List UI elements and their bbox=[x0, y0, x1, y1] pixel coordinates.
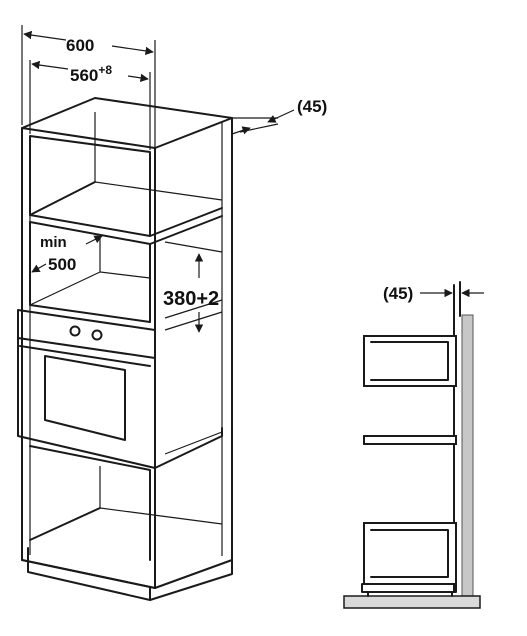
dim-min-value: 500 bbox=[48, 255, 76, 274]
dim-560-arrow-left bbox=[31, 60, 69, 70]
oven-control-strip bbox=[17, 337, 156, 359]
lower-box bbox=[363, 522, 457, 585]
dim-560-value: 560 bbox=[70, 66, 98, 85]
plinth-side bbox=[149, 559, 233, 601]
upper-compartment bbox=[29, 135, 151, 237]
lower-compartment bbox=[29, 445, 151, 561]
cabinet-dimensions: 600 560+8 (45) min 500 380+2 bbox=[21, 25, 327, 333]
niche-floor-edge bbox=[29, 271, 101, 306]
dim-min-arrow-right bbox=[85, 235, 103, 245]
dim-min-arrow-left bbox=[31, 263, 47, 273]
oven-knob-left bbox=[69, 325, 81, 337]
oven-side-base bbox=[154, 427, 223, 469]
upper-shelf-edge-left bbox=[29, 181, 96, 216]
floor bbox=[343, 595, 481, 609]
back-gap-arrow-in bbox=[231, 126, 251, 135]
dim-560-tolerance: +8 bbox=[98, 63, 112, 77]
upper-shelf-edge-right bbox=[149, 207, 223, 237]
cabinet-front-frame bbox=[21, 127, 156, 589]
lower-shelf-edge bbox=[29, 507, 101, 541]
tall-cabinet bbox=[17, 97, 233, 601]
dim-height-label: 380+2 bbox=[163, 288, 219, 310]
wall bbox=[461, 314, 474, 599]
dim-560-label: 560+8 bbox=[70, 63, 112, 85]
back-gap-arrow bbox=[267, 109, 295, 123]
cabinet-side-panel bbox=[154, 117, 233, 589]
dim-side-gap-label: (45) bbox=[383, 284, 413, 303]
microwave-niche bbox=[29, 221, 151, 323]
dim-560-arrow-right bbox=[127, 73, 149, 83]
oven-front bbox=[17, 309, 156, 469]
dim-600-label: 600 bbox=[66, 36, 94, 55]
cabinet-top bbox=[21, 97, 233, 149]
plinth-bar bbox=[361, 583, 457, 593]
side-section-view: (45) bbox=[343, 281, 484, 609]
dim-back-gap-label: (45) bbox=[297, 97, 327, 116]
dim-600-arrow-right bbox=[111, 45, 154, 56]
niche-side-line-bottom bbox=[164, 299, 223, 319]
middle-shelf bbox=[363, 435, 457, 445]
lower-box-inner bbox=[370, 529, 449, 578]
lower-compartment-back bbox=[99, 466, 223, 525]
oven-handle bbox=[19, 345, 151, 367]
upper-compartment-back bbox=[94, 112, 223, 201]
oven-window bbox=[44, 355, 126, 441]
oven-side-line bbox=[164, 431, 223, 455]
upper-box-inner bbox=[370, 341, 449, 381]
upper-box bbox=[363, 335, 457, 387]
plinth-front bbox=[27, 547, 151, 601]
niche-side-line-top bbox=[164, 241, 223, 253]
oven-knob-right bbox=[91, 329, 103, 341]
dim-600-arrow-left bbox=[23, 30, 67, 41]
niche-side-line-bottom-2 bbox=[164, 311, 223, 331]
plinth-feet bbox=[367, 591, 453, 597]
lower-front-base bbox=[21, 559, 156, 589]
dim-min-label: min bbox=[40, 234, 67, 251]
